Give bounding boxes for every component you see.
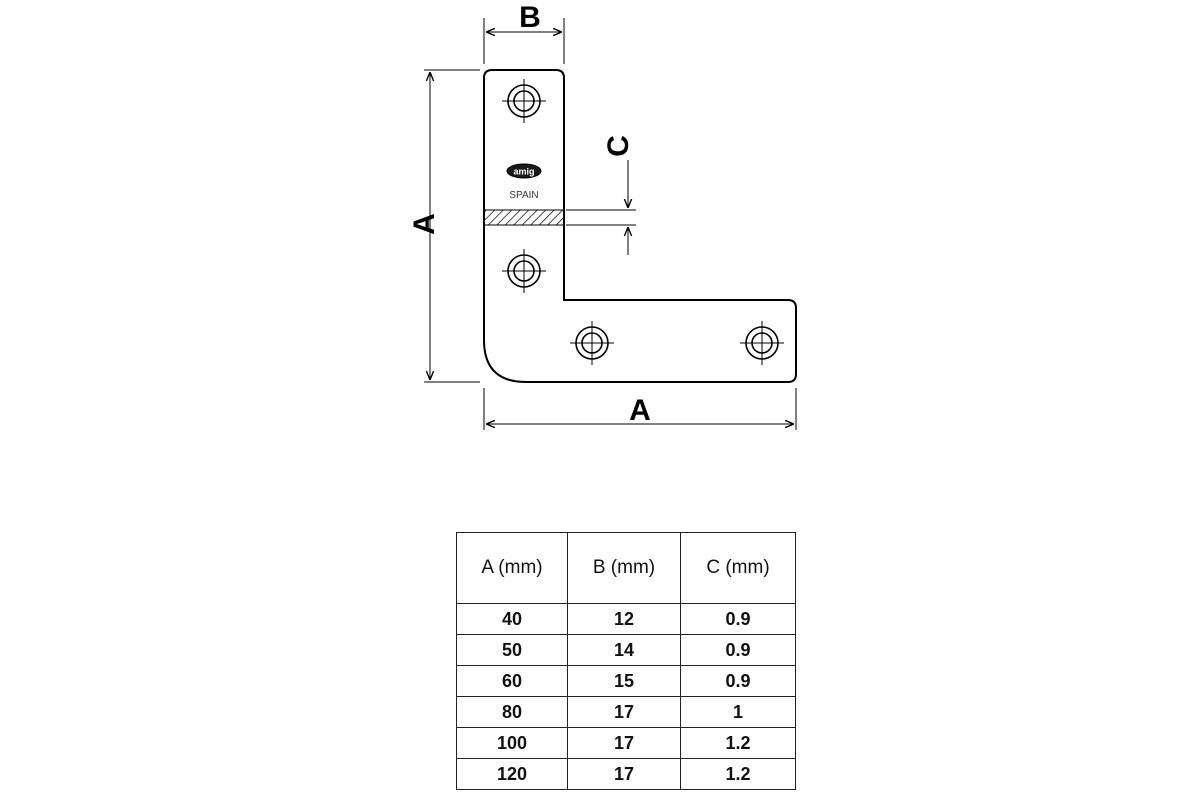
cell-b: 14 xyxy=(567,634,681,666)
dimension-c-label: C xyxy=(602,135,635,157)
cell-a: 40 xyxy=(456,603,568,635)
table-row: 60 15 0.9 xyxy=(456,665,796,697)
header-c: C (mm) xyxy=(680,532,796,604)
dimension-b: B xyxy=(483,1,565,64)
hole-middle xyxy=(502,249,546,293)
hole-bottom-left xyxy=(570,321,614,365)
dimension-c: C xyxy=(566,135,636,255)
header-b: B (mm) xyxy=(567,532,681,604)
cell-b: 17 xyxy=(567,758,681,790)
cell-a: 80 xyxy=(456,696,568,728)
cell-a: 120 xyxy=(456,758,568,790)
dimension-a-vertical-label: A xyxy=(408,213,441,235)
cell-b: 17 xyxy=(567,696,681,728)
cell-c: 1.2 xyxy=(680,727,796,759)
logo-country-text: SPAIN xyxy=(509,190,538,201)
table-header-row: A (mm) B (mm) C (mm) xyxy=(456,532,796,604)
table-row: 120 17 1.2 xyxy=(456,758,796,790)
dimension-a-horizontal-label: A xyxy=(629,394,651,427)
table-row: 80 17 1 xyxy=(456,696,796,728)
dimension-b-label: B xyxy=(519,1,541,34)
hole-bottom-right xyxy=(740,321,784,365)
cell-b: 17 xyxy=(567,727,681,759)
table-row: 50 14 0.9 xyxy=(456,634,796,666)
cell-a: 60 xyxy=(456,665,568,697)
cell-c: 1.2 xyxy=(680,758,796,790)
cell-c: 0.9 xyxy=(680,603,796,635)
dimension-a-vertical: A xyxy=(408,69,480,383)
cell-c: 0.9 xyxy=(680,634,796,666)
table-row: 100 17 1.2 xyxy=(456,727,796,759)
cell-c: 0.9 xyxy=(680,665,796,697)
dimension-a-horizontal: A xyxy=(483,388,797,430)
table-row: 40 12 0.9 xyxy=(456,603,796,635)
bracket-drawing: amig SPAIN B A A C xyxy=(408,1,797,430)
cell-a: 100 xyxy=(456,727,568,759)
size-table: A (mm) B (mm) C (mm) 40 12 0.9 50 14 0.9… xyxy=(456,532,796,790)
section-hatch xyxy=(483,209,565,226)
brand-logo: amig SPAIN xyxy=(506,163,542,201)
cell-a: 50 xyxy=(456,634,568,666)
hole-top xyxy=(502,79,546,123)
logo-mark: amig xyxy=(513,167,534,177)
cell-b: 15 xyxy=(567,665,681,697)
cell-c: 1 xyxy=(680,696,796,728)
header-a: A (mm) xyxy=(456,532,568,604)
cell-b: 12 xyxy=(567,603,681,635)
bracket-outline xyxy=(483,69,797,383)
